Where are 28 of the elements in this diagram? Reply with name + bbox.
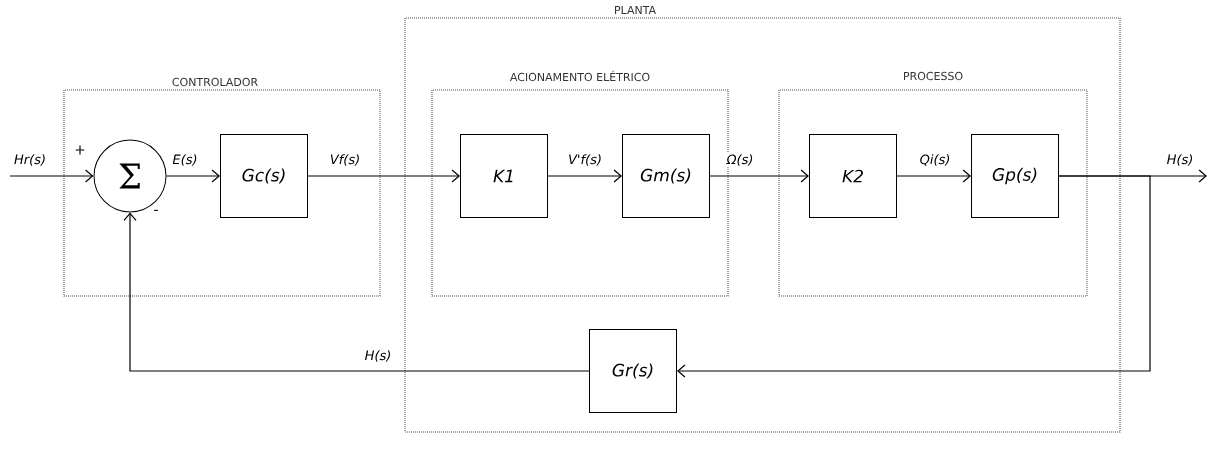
transfer-block: K2 bbox=[809, 134, 897, 218]
node-label: ACIONAMENTO ELÉTRICO bbox=[509, 70, 650, 82]
edge-label: Vf(s) bbox=[328, 153, 362, 167]
edge-label: H(s) bbox=[363, 349, 393, 363]
transfer-block: Gc(s) bbox=[220, 134, 308, 218]
node-label: PROCESSO bbox=[904, 71, 963, 81]
arrow bbox=[307, 169, 460, 183]
node-label: + bbox=[75, 145, 85, 155]
arrow bbox=[709, 169, 809, 183]
summing-junction: Σ + - bbox=[75, 139, 167, 213]
edge-label: E(s) bbox=[171, 153, 199, 167]
transfer-block: Gr(s) bbox=[589, 329, 677, 413]
arrow bbox=[165, 169, 220, 183]
node-label: CONTROLADOR bbox=[172, 77, 258, 87]
arrow bbox=[547, 169, 622, 183]
transfer-block: Gm(s) bbox=[622, 134, 710, 218]
transfer-block: K1 bbox=[460, 134, 548, 218]
transfer-block: Gp(s) bbox=[971, 134, 1059, 218]
edge-label: V'f(s) bbox=[567, 153, 603, 167]
arrow bbox=[677, 175, 1151, 378]
edge-label: Hr(s) bbox=[13, 153, 47, 167]
arrow bbox=[9, 169, 94, 183]
arrow bbox=[896, 169, 971, 183]
edge-label: Qi(s) bbox=[918, 153, 952, 167]
edge-label: H(s) bbox=[1165, 153, 1195, 167]
arrow bbox=[123, 212, 590, 372]
edge-label: Ω(s) bbox=[725, 153, 755, 167]
node-label: PLANTA bbox=[615, 5, 656, 15]
